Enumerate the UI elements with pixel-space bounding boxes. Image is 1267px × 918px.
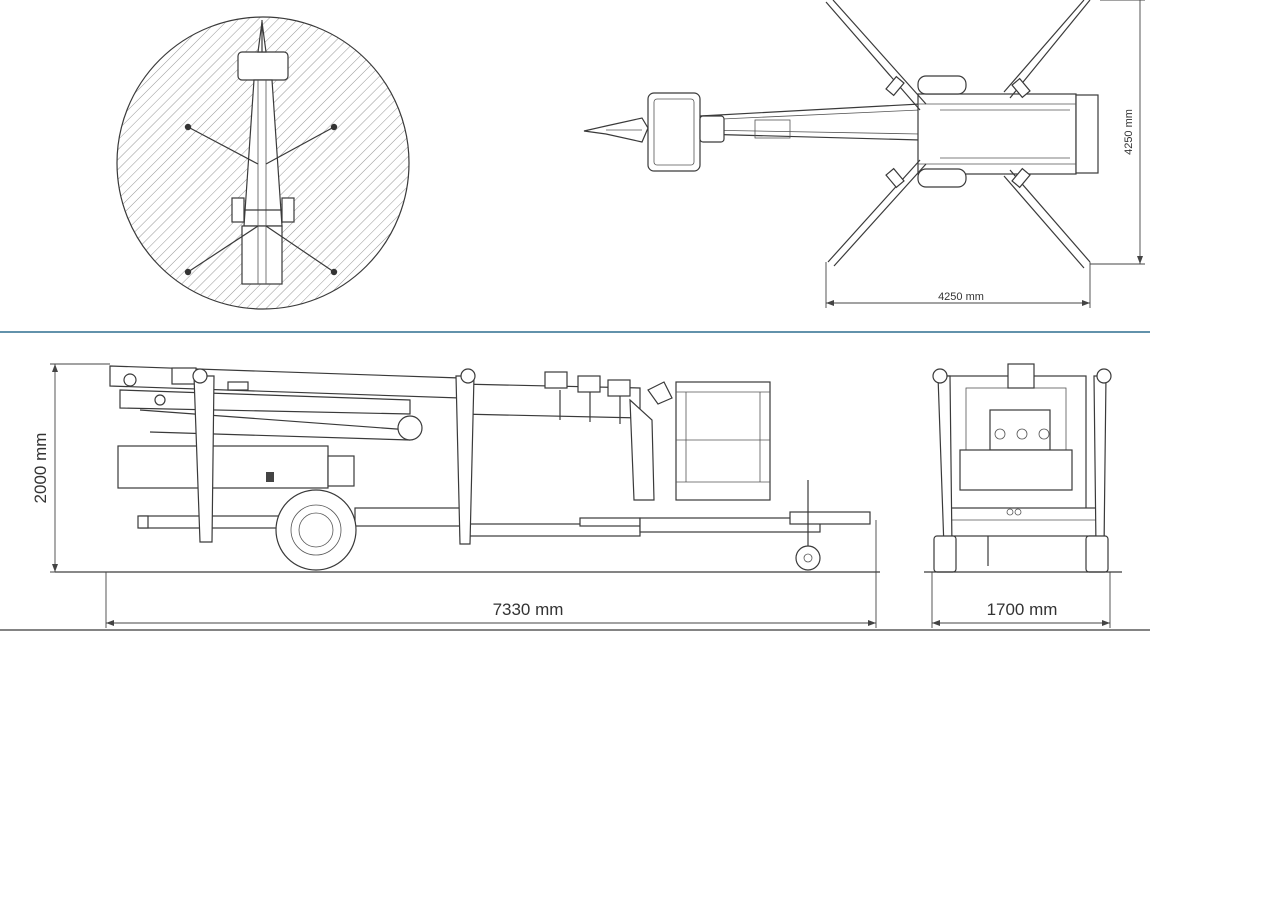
side-height-dimension-lines xyxy=(50,363,110,573)
working-area-view xyxy=(116,16,410,310)
side-view xyxy=(55,365,880,573)
front-width-dimension: 1700 mm xyxy=(987,600,1058,619)
top-view xyxy=(583,0,1145,308)
side-length-dimension-lines xyxy=(105,520,877,628)
top-width-dimension: 4250 mm xyxy=(938,291,984,303)
front-width-dimension-lines xyxy=(931,572,1111,628)
front-view xyxy=(924,363,1122,573)
side-length-dimension: 7330 mm xyxy=(493,600,564,619)
side-height-dimension: 2000 mm xyxy=(31,433,50,504)
top-length-dimension: 4250 mm xyxy=(1123,109,1135,155)
